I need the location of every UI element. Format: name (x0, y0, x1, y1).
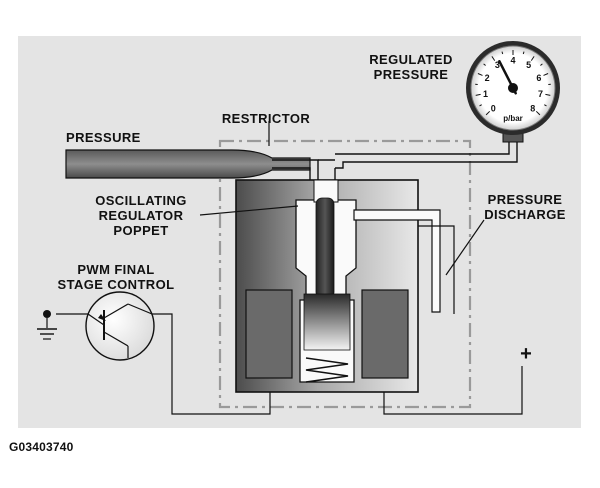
solenoid-coil-left (245, 289, 293, 379)
label-pwm-control: PWM FINAL STAGE CONTROL (57, 262, 175, 292)
gauge-tick (501, 51, 504, 55)
label-regulated-pressure: REGULATED PRESSURE (369, 52, 453, 82)
plus-terminal: + (520, 343, 532, 365)
label-restrictor: RESTRICTOR (221, 111, 311, 126)
gauge-scale-number: 8 (530, 103, 535, 113)
solenoid-coil-right (361, 289, 409, 379)
label-pressure-discharge: PRESSURE DISCHARGE (484, 192, 566, 222)
gauge-tick (530, 56, 535, 61)
gauge-tick (522, 51, 525, 55)
figure-id: G03403740 (9, 440, 74, 454)
discharge-outlet-line (418, 225, 455, 314)
gauge-scale-number: 3 (495, 60, 500, 70)
discharge-passage (353, 209, 441, 313)
label-oscillating-poppet: OSCILLATING REGULATOR POPPET (95, 193, 187, 238)
gauge-scale-number: 0 (491, 103, 496, 113)
control-wiring (46, 313, 523, 415)
return-spring (305, 357, 349, 383)
gauge-tick (545, 93, 551, 96)
gauge-tick (475, 93, 481, 96)
plunger (303, 293, 351, 351)
gauge-tick (535, 110, 541, 116)
gauge-tick (540, 63, 543, 66)
gauge-tick (491, 56, 496, 61)
gauge-scale-number: 7 (538, 89, 543, 99)
label-pressure: PRESSURE (66, 130, 141, 145)
ground-icon (37, 310, 57, 340)
leader-lines (199, 121, 485, 276)
regulator-poppet (315, 197, 335, 299)
gauge-tick (544, 104, 547, 107)
gauge-scale-number: 2 (485, 73, 490, 83)
gauge-tick (479, 104, 482, 107)
gauge-scale-number: 1 (483, 89, 488, 99)
valve-boundary-dashed (218, 139, 472, 409)
gauge-scale-number: 6 (536, 73, 541, 83)
gauge-tick (543, 73, 549, 76)
gauge-tick (485, 110, 491, 116)
transistor-icon (85, 291, 155, 361)
gauge-unit-label: p/bar (503, 114, 523, 123)
gauge-scale-number: 4 (510, 56, 515, 66)
gauge-tick (477, 73, 483, 76)
gauge-tick (483, 63, 486, 66)
gauge-hub (508, 83, 518, 93)
gauge-scale-number: 5 (526, 60, 531, 70)
